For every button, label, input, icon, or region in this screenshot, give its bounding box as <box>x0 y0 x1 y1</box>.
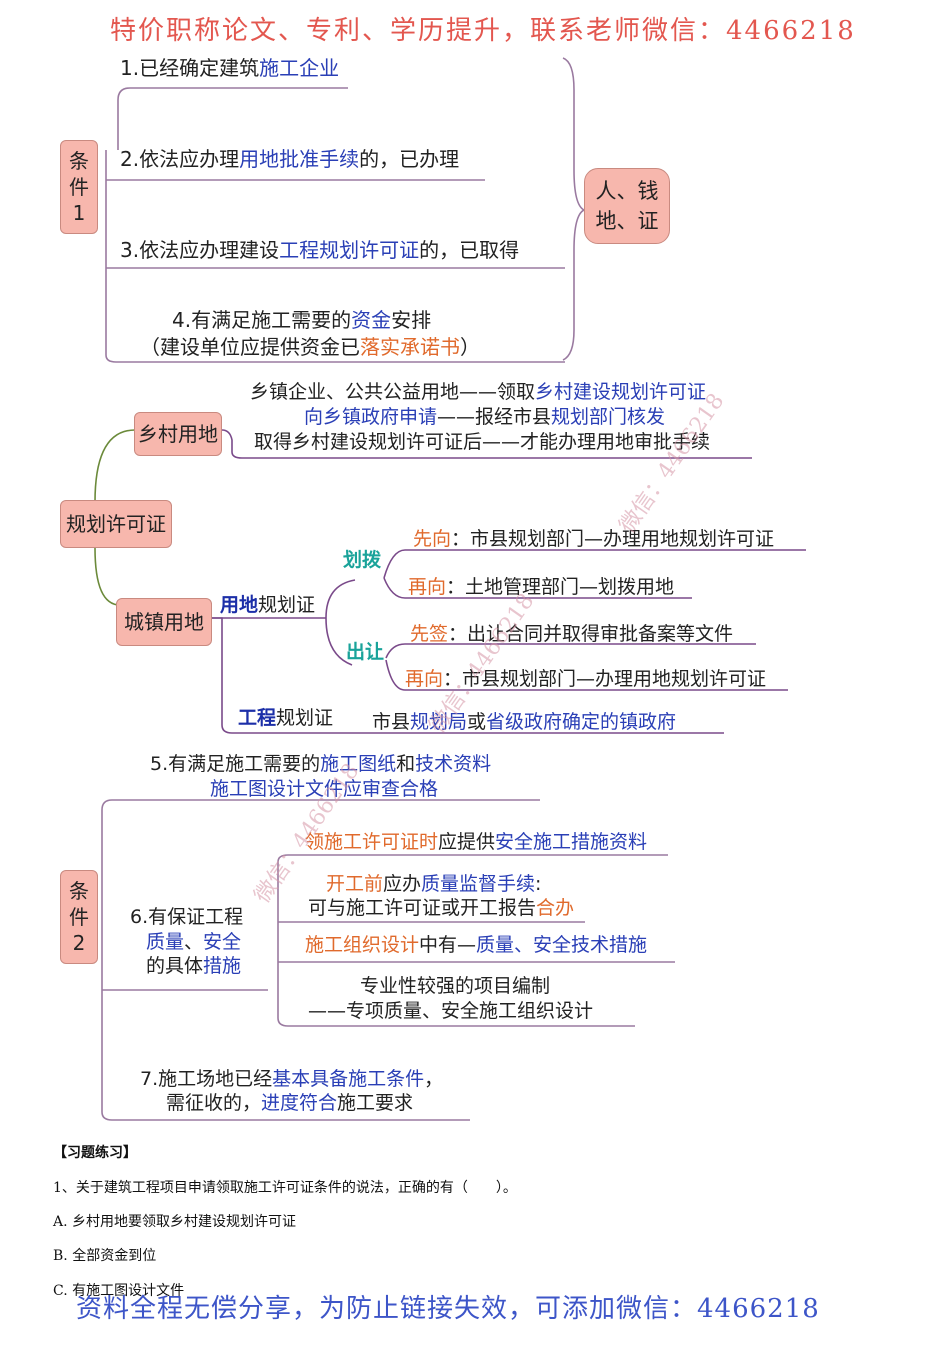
safety-sub4-line1: 专业性较强的项目编制 <box>360 975 551 997</box>
safety-sub2-line1: 开工前应办质量监督手续: <box>326 873 542 895</box>
rural-land-box: 乡村用地 <box>134 412 222 456</box>
safety-sub3: 施工组织设计中有—质量、安全技术措施 <box>305 934 648 956</box>
cond2-item5-review: 施工图设计文件应审查合格 <box>210 778 439 800</box>
urban-land-box: 城镇用地 <box>116 598 212 646</box>
transfer-label: 出让 <box>346 641 385 663</box>
engineering-issuer: 市县规划局或省级政府确定的镇政府 <box>372 711 677 733</box>
exercise-title: 【习题练习】 <box>53 1145 137 1161</box>
cond1-item4: 4.有满足施工需要的资金安排 <box>172 308 432 332</box>
exercise-option-a: A. 乡村用地要领取乡村建设规划许可证 <box>53 1214 297 1230</box>
cond1-item3: 3.依法应办理建设工程规划许可证的，已取得 <box>120 238 520 262</box>
condition1-summary: 人、钱 地、证 <box>584 168 670 244</box>
plan-root-box: 规划许可证 <box>60 500 172 548</box>
cond1-item4-note: （建设单位应提供资金已落实承诺书） <box>140 335 480 359</box>
cond1-item1: 1.已经确定建筑施工企业 <box>120 56 340 80</box>
alloc-step2: 再向：土地管理部门—划拨用地 <box>408 576 675 598</box>
allocation-label: 划拨 <box>343 549 382 571</box>
transfer-step2: 再向：市县规划部门—办理用地规划许可证 <box>405 668 767 690</box>
cond2-item6-line3: 的具体措施 <box>146 955 242 977</box>
rural-line3: 取得乡村建设规划许可证后——才能办理用地审批手续 <box>254 431 711 453</box>
land-planning-cert: 用地规划证 <box>220 594 316 616</box>
safety-sub1: 领施工许可证时应提供安全施工措施资料 <box>305 831 648 853</box>
safety-sub2-line2: 可与施工许可证或开工报告合办 <box>308 897 575 919</box>
condition1-box: 条 件 1 <box>60 140 98 234</box>
rural-line1: 乡镇企业、公共公益用地——领取乡村建设规划许可证 <box>250 381 707 403</box>
rural-line2: 向乡镇政府申请——报经市县规划部门核发 <box>304 406 666 428</box>
cond2-item6-line2: 质量、安全 <box>146 931 242 953</box>
alloc-step1: 先向：市县规划部门—办理用地规划许可证 <box>413 528 775 550</box>
cond2-item6-line1: 6.有保证工程 <box>130 906 244 928</box>
condition2-box: 条 件 2 <box>60 870 98 964</box>
watermark-bottom: 资料全程无偿分享，为防止链接失效，可添加微信：4466218 <box>76 1294 820 1324</box>
watermark-top: 特价职称论文、专利、学历提升，联系老师微信：4466218 <box>110 16 856 46</box>
exercise-option-b: B. 全部资金到位 <box>53 1248 157 1264</box>
engineering-planning-cert: 工程规划证 <box>238 707 334 729</box>
cond2-item7-line1: 7.施工场地已经基本具备施工条件， <box>140 1068 444 1090</box>
exercise-question-1: 1、关于建筑工程项目申请领取施工许可证条件的说法，正确的有（ ）。 <box>53 1180 517 1196</box>
exercise-option-c: C. 有施工图设计文件 <box>53 1283 185 1299</box>
cond1-item2: 2.依法应办理用地批准手续的，已办理 <box>120 147 460 171</box>
cond2-item5: 5.有满足施工需要的施工图纸和技术资料 <box>150 753 492 775</box>
transfer-step1: 先签：出让合同并取得审批备案等文件 <box>410 623 734 645</box>
safety-sub4-line2: ——专项质量、安全施工组织设计 <box>308 1000 594 1022</box>
cond2-item7-line2: 需征收的，进度符合施工要求 <box>166 1092 414 1114</box>
